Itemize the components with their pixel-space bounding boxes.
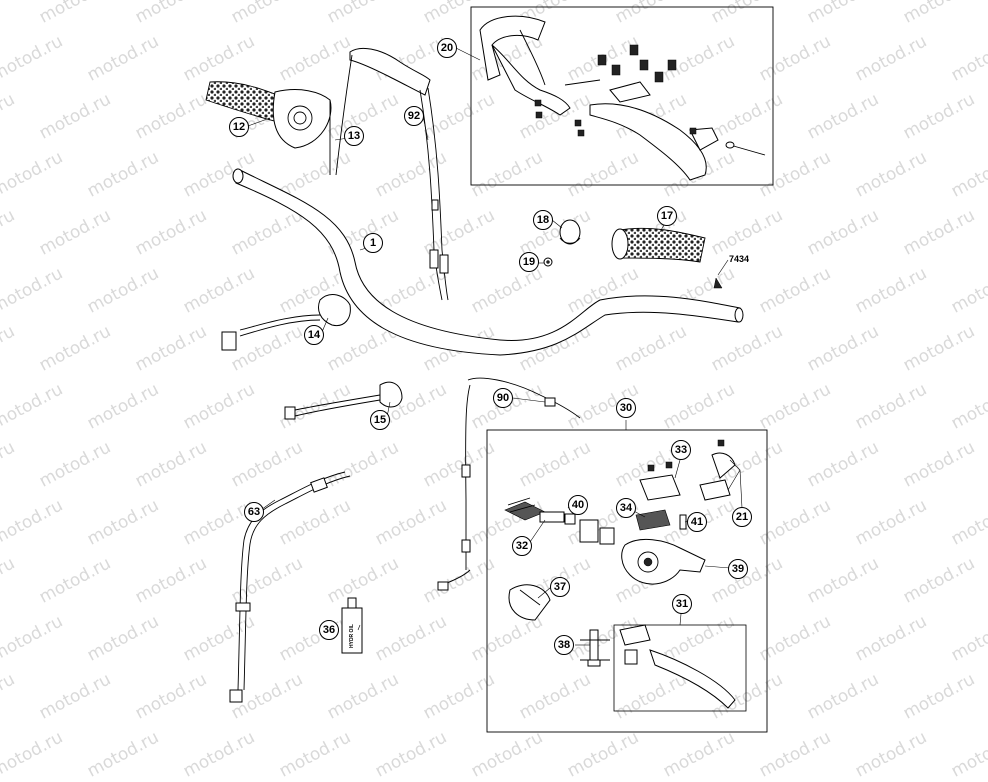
callout-34[interactable]: 34 <box>616 498 636 518</box>
callout-31[interactable]: 31 <box>672 594 692 614</box>
switch-15 <box>284 381 403 420</box>
callout-17[interactable]: 17 <box>657 206 677 226</box>
box-30 <box>486 429 768 733</box>
throttle-grip <box>205 81 332 175</box>
brake-hose <box>229 471 351 703</box>
callout-92[interactable]: 92 <box>404 106 424 126</box>
switch-14 <box>221 294 351 351</box>
box-20 <box>470 6 774 186</box>
callout-38[interactable]: 38 <box>554 635 574 655</box>
callout-21[interactable]: 21 <box>732 507 752 527</box>
callout-18[interactable]: 18 <box>533 210 553 230</box>
callout-14[interactable]: 14 <box>304 325 324 345</box>
cable-90 <box>437 377 581 591</box>
callout-15[interactable]: 15 <box>370 410 390 430</box>
callout-40[interactable]: 40 <box>568 495 588 515</box>
oil-bottle <box>341 597 363 654</box>
callout-33[interactable]: 33 <box>671 440 691 460</box>
clamp-parts <box>543 219 581 267</box>
callout-41[interactable]: 41 <box>687 512 707 532</box>
callout-20[interactable]: 20 <box>437 38 457 58</box>
reference-label-7434: 7434 <box>729 254 750 264</box>
callout-39[interactable]: 39 <box>728 559 748 579</box>
callout-30[interactable]: 30 <box>616 398 636 418</box>
handlebar <box>232 168 744 356</box>
diagram-drawing <box>205 6 774 733</box>
callout-32[interactable]: 32 <box>512 536 532 556</box>
handguard-assembly <box>479 15 766 181</box>
callout-19[interactable]: 19 <box>519 252 539 272</box>
callout-36[interactable]: 36 <box>319 620 339 640</box>
callout-12[interactable]: 12 <box>229 117 249 137</box>
callout-90[interactable]: 90 <box>493 388 513 408</box>
callout-37[interactable]: 37 <box>550 577 570 597</box>
left-grip <box>611 227 723 289</box>
callout-13[interactable]: 13 <box>344 126 364 146</box>
callout-1[interactable]: 1 <box>363 233 383 253</box>
bottle-label: HYDR OIL <box>349 624 355 648</box>
throttle-cables <box>335 47 449 301</box>
callout-63[interactable]: 63 <box>244 502 264 522</box>
master-cylinder-parts <box>504 439 736 709</box>
